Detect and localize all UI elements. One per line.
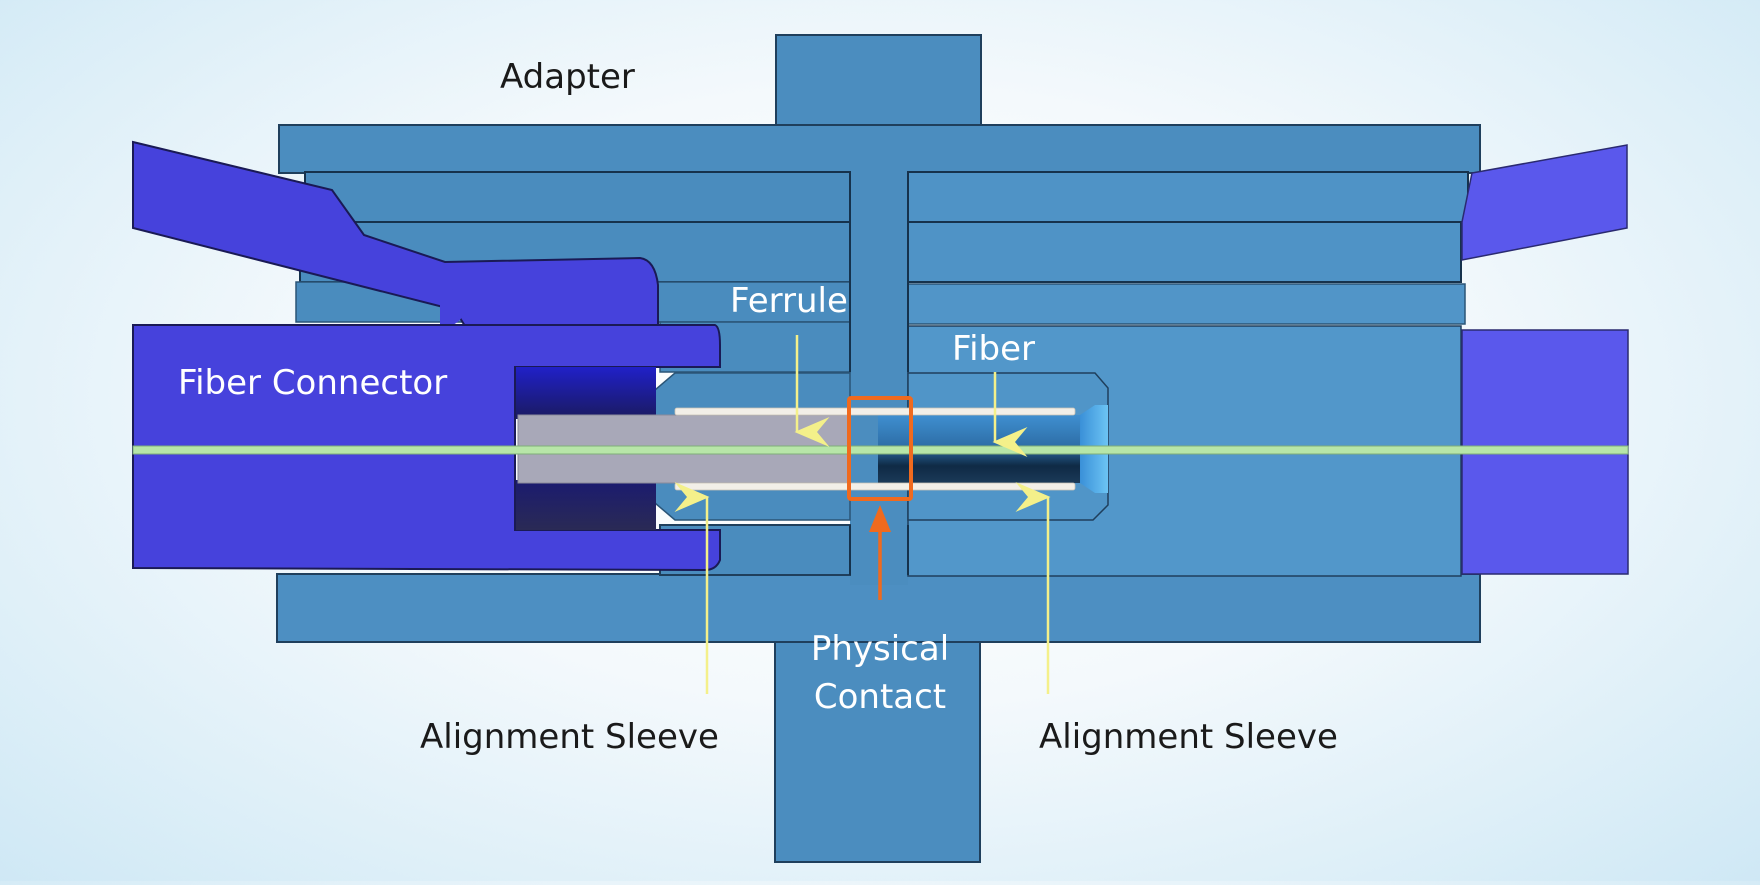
label-fiber-connector: Fiber Connector (178, 363, 447, 403)
adapter-left-slat-1 (304, 171, 851, 223)
adapter-top-flange (775, 34, 982, 136)
label-alignment-sleeve-right: Alignment Sleeve (1039, 717, 1338, 757)
physical-contact-arrowhead (869, 505, 891, 532)
label-alignment-sleeve-left: Alignment Sleeve (420, 717, 719, 757)
adapter-right-slat-1 (907, 171, 1469, 223)
labels: Adapter Fiber Connector Ferrule Fiber Ph… (178, 57, 1338, 757)
adapter-right-slat-2 (907, 221, 1462, 283)
adapter-bottom-flange (774, 629, 981, 863)
label-physical-contact-line2: Contact (814, 677, 946, 717)
adapter-right-slat-3 (907, 283, 1466, 325)
connector-latch-hook (440, 285, 466, 326)
alignment-sleeve-top (674, 407, 1076, 416)
adapter-top-plate (278, 124, 1481, 174)
label-adapter: Adapter (500, 57, 635, 97)
connector-right-latch (1461, 144, 1628, 261)
label-ferrule: Ferrule (730, 281, 848, 321)
fiber-line (132, 445, 1629, 455)
pointers (674, 335, 1051, 694)
label-fiber: Fiber (952, 329, 1035, 369)
alignment-sleeve-bottom (674, 482, 1076, 491)
physical-contact-highlight-box (847, 396, 913, 501)
connector-inner-cavity-bottom (516, 480, 656, 530)
alignment-sleeve (674, 407, 1076, 491)
label-physical-contact-line1: Physical (811, 629, 949, 669)
fiber-connector-right (878, 144, 1629, 575)
connector-inner-cavity-top (516, 367, 656, 419)
optical-fiber (132, 445, 1629, 455)
